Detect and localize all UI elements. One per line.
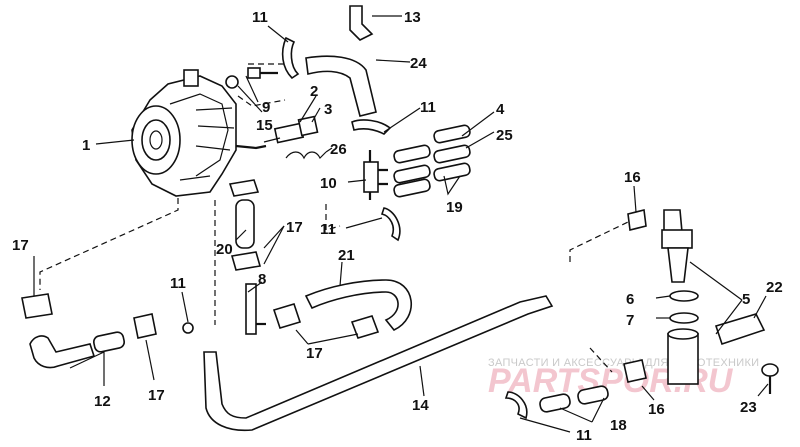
callout-20: 20 — [216, 241, 233, 258]
leader-lines — [33, 15, 769, 433]
callout-26: 26 — [330, 141, 347, 158]
hoses-18 — [504, 385, 609, 420]
callout-8: 8 — [258, 271, 266, 288]
callout-11-center: 11 — [320, 221, 336, 238]
clamps-and-tube-20 — [228, 179, 262, 271]
callout-14: 14 — [412, 397, 429, 414]
callout-17-bottom: 17 — [148, 387, 165, 404]
watermark-tagline: ЗАПЧАСТИ И АКСЕССУАРЫ ДЛЯ МОТОТЕХНИКИ — [488, 357, 759, 369]
callout-12: 12 — [94, 393, 111, 410]
hose-14 — [203, 295, 554, 432]
callout-9: 9 — [262, 99, 270, 116]
hose-24 — [305, 55, 377, 117]
callout-labels: 1 2 3 4 5 6 7 8 9 10 11 11 11 11 11 12 1… — [12, 9, 783, 444]
callout-22: 22 — [766, 279, 783, 296]
callout-5: 5 — [742, 291, 750, 308]
bolt-and-washer — [225, 67, 278, 89]
callout-3: 3 — [324, 101, 332, 118]
callout-24: 24 — [410, 55, 427, 72]
callout-19: 19 — [446, 199, 463, 216]
callout-21: 21 — [338, 247, 355, 264]
callout-11-left: 11 — [170, 275, 186, 292]
short-hoses — [393, 124, 471, 198]
fitting-13 — [349, 5, 374, 41]
callout-16-top: 16 — [624, 169, 641, 186]
callout-11-bottom: 11 — [576, 427, 592, 444]
hose-21 — [304, 279, 412, 331]
callout-1: 1 — [82, 137, 90, 154]
callout-10: 10 — [320, 175, 337, 192]
callout-23: 23 — [740, 399, 757, 416]
carburetor-body — [131, 69, 267, 197]
callout-17-center: 17 — [286, 219, 303, 236]
clamps-mid — [272, 303, 380, 339]
callout-17-mid: 17 — [306, 345, 323, 362]
callout-2: 2 — [310, 83, 318, 100]
callout-17-left: 17 — [12, 237, 29, 254]
callout-7: 7 — [626, 312, 634, 329]
callout-15: 15 — [256, 117, 273, 134]
callout-18: 18 — [610, 417, 627, 434]
callout-4: 4 — [496, 101, 505, 118]
callout-11-mid: 11 — [420, 99, 436, 116]
clamp-lower-left — [21, 293, 157, 339]
tee-fitting-10 — [363, 150, 388, 200]
wire-clip-26 — [285, 151, 327, 160]
hose-clips-top — [281, 36, 401, 242]
callout-6: 6 — [626, 291, 634, 308]
callout-11-top: 11 — [252, 9, 268, 26]
assembly-guide-lines — [39, 63, 629, 373]
fitting-8 — [182, 283, 266, 335]
callout-13: 13 — [404, 9, 421, 26]
hose-12 — [29, 331, 126, 369]
callout-16-bottom: 16 — [648, 401, 665, 418]
callout-25: 25 — [496, 127, 513, 144]
